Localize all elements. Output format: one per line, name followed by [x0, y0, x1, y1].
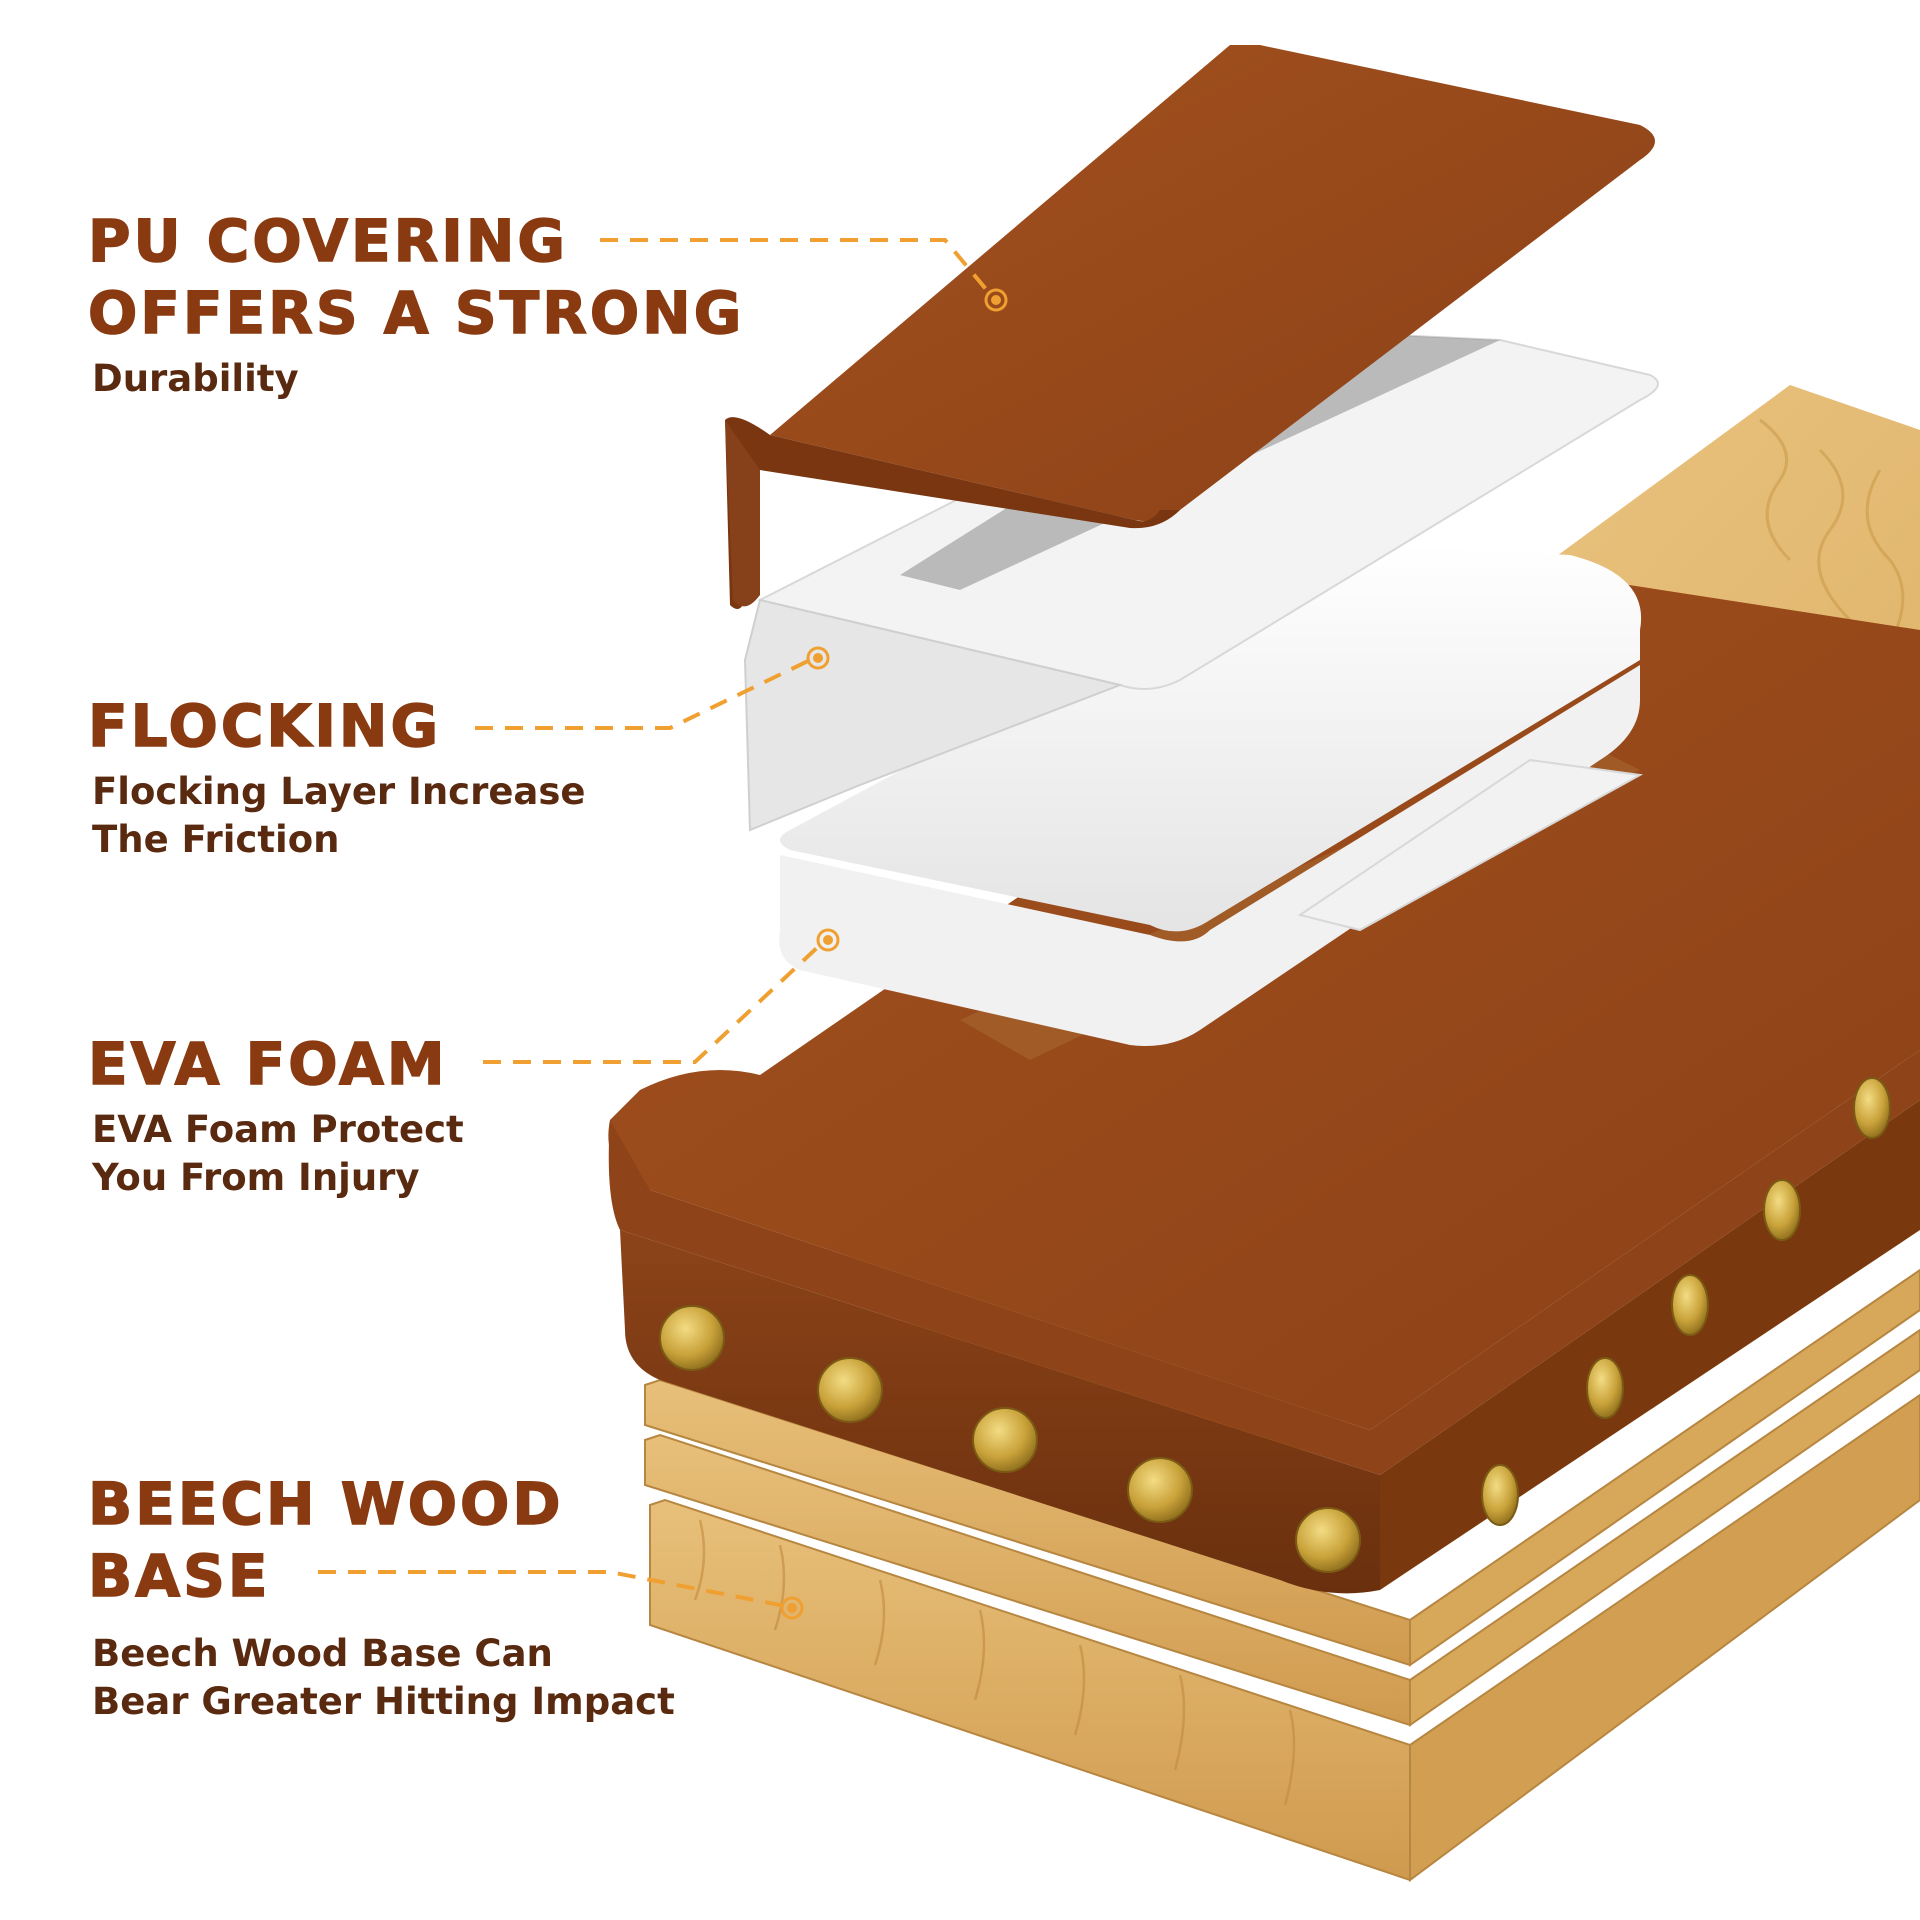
- callout-dots: [780, 288, 1008, 1620]
- callout-title-line: EVA FOAM: [87, 1029, 448, 1099]
- wood-plank-2-end: [1409, 1328, 1920, 1727]
- rivet-icon: [1671, 1274, 1709, 1336]
- callout-desc-line: Flocking Layer Increase: [92, 770, 586, 813]
- callout-desc-line: Bear Greater Hitting Impact: [92, 1680, 675, 1723]
- pu-covering-flap: [725, 420, 760, 607]
- rivets: [659, 1077, 1891, 1573]
- callout-title-line: OFFERS A STRONG: [87, 278, 745, 348]
- rivet-icon: [1763, 1179, 1801, 1241]
- wood-plank-3-end: [1409, 1393, 1920, 1882]
- callout-pu-covering: PU COVERING OFFERS A STRONG Durability: [87, 205, 745, 403]
- callout-dot-icon: [787, 1603, 797, 1613]
- callout-title-line: BEECH WOOD: [87, 1469, 564, 1539]
- callout-dot-icon: [984, 288, 1008, 312]
- leather-pad-roll: [608, 1050, 1920, 1475]
- callout-dot-icon: [806, 646, 830, 670]
- callout-desc-line: Beech Wood Base Can: [92, 1632, 553, 1675]
- callout-title-line: BASE: [87, 1541, 271, 1611]
- callout-flocking: FLOCKING Flocking Layer Increase The Fri…: [87, 690, 586, 864]
- callout-title-line: FLOCKING: [87, 691, 442, 761]
- leader-line-flocking: [475, 658, 811, 730]
- callout-desc-line: You From Injury: [92, 1156, 420, 1199]
- rivet-icon: [1295, 1507, 1361, 1573]
- rivet-icon: [817, 1357, 883, 1423]
- rivet-icon: [1853, 1077, 1891, 1139]
- callout-dot-icon: [991, 295, 1001, 305]
- rivet-icon: [1481, 1464, 1519, 1526]
- callout-desc-line: Durability: [92, 357, 299, 400]
- leader-lines: [318, 238, 997, 1609]
- flocking-sheet-lower: [1297, 758, 1644, 932]
- callout-desc-line: EVA Foam Protect: [92, 1108, 464, 1151]
- leader-line-pu-covering: [600, 238, 997, 302]
- callout-title-line: PU COVERING: [87, 206, 569, 276]
- wood-plank-1-end: [1409, 1268, 1920, 1667]
- rivet-icon: [1127, 1457, 1193, 1523]
- eva-foam-top: [780, 543, 1642, 932]
- callout-beech-wood-base: BEECH WOOD BASE Beech Wood Base Can Bear…: [87, 1468, 675, 1726]
- callout-dot-icon: [813, 653, 823, 663]
- wood-plank-grain: [693, 1519, 1296, 1806]
- callout-eva-foam: EVA FOAM EVA Foam Protect You From Injur…: [87, 1028, 464, 1202]
- rivet-icon: [972, 1407, 1038, 1473]
- callout-dot-icon: [816, 928, 840, 952]
- callout-desc-line: The Friction: [92, 818, 340, 861]
- eva-foam-front: [779, 665, 1640, 1046]
- flocking-sheet-fold: [743, 598, 1124, 832]
- callout-dot-icon: [823, 935, 833, 945]
- leader-line-beech-wood: [318, 1570, 791, 1609]
- rivet-icon: [659, 1305, 725, 1371]
- pu-covering-top: [770, 45, 1655, 522]
- pu-covering-fold: [725, 417, 1180, 609]
- pu-covering-layer: [725, 45, 1655, 609]
- flocking-layer: [743, 328, 1659, 932]
- leader-line-eva-foam: [483, 943, 822, 1064]
- rivet-icon: [1586, 1357, 1624, 1419]
- callout-dot-icon: [780, 1596, 804, 1620]
